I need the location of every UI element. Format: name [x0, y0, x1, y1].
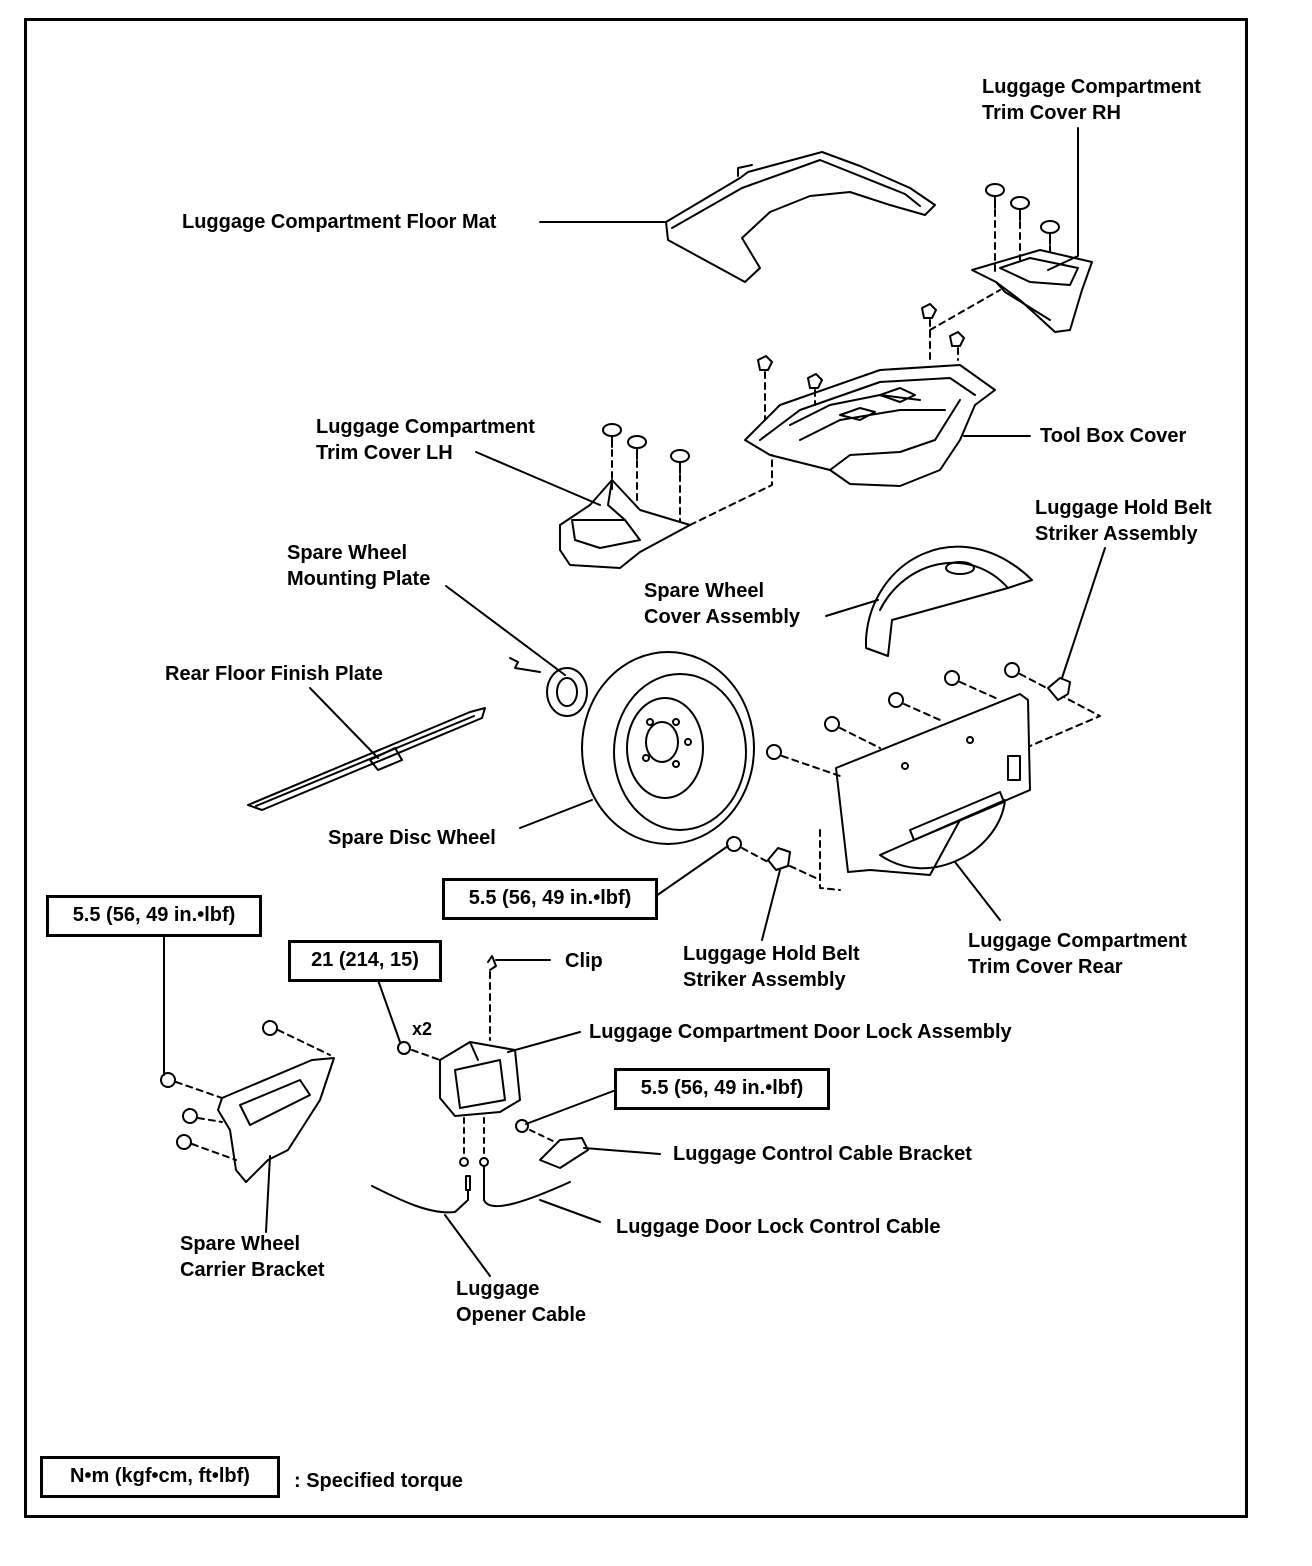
- label-tool-box-cover: Tool Box Cover: [1040, 425, 1187, 447]
- label-opener-cable-line2: Opener Cable: [456, 1304, 587, 1326]
- label-hold-belt-striker-top: Luggage Hold Belt Striker Assembly: [1035, 495, 1212, 547]
- label-trim-cover-rear-line1: Luggage Compartment: [968, 930, 1187, 952]
- cable-bracket-part: [515, 1119, 589, 1169]
- label-carrier-bracket-line1: Spare Wheel: [180, 1233, 301, 1255]
- legend-caption: : Specified torque: [294, 1470, 463, 1492]
- carrier-bracket-part: [160, 1020, 335, 1183]
- label-trim-cover-rear: Luggage Compartment Trim Cover Rear: [968, 928, 1187, 980]
- mounting-plate-part: [509, 657, 588, 717]
- label-opener-cable-line1: Luggage: [456, 1278, 540, 1300]
- label-carrier-bracket-line2: Carrier Bracket: [180, 1259, 325, 1281]
- label-carrier-bracket: Spare Wheel Carrier Bracket: [180, 1231, 325, 1283]
- spare-wheel-cover-part: [865, 545, 1033, 657]
- label-control-cable: Luggage Door Lock Control Cable: [616, 1216, 941, 1238]
- floor-mat-part: [665, 151, 936, 283]
- label-mounting-plate-line1: Spare Wheel: [287, 542, 408, 564]
- label-trim-cover-rh: Luggage Compartment Trim Cover RH: [982, 74, 1201, 126]
- label-trim-cover-lh: Luggage Compartment Trim Cover LH: [316, 414, 535, 466]
- label-door-lock: Luggage Compartment Door Lock Assembly: [589, 1021, 1012, 1043]
- label-trim-cover-lh-line2: Trim Cover LH: [316, 442, 453, 464]
- label-trim-cover-rh-line1: Luggage Compartment: [982, 76, 1201, 98]
- trim-cover-rear-part: [726, 662, 1101, 891]
- label-hold-belt-striker-bottom: Luggage Hold Belt Striker Assembly: [683, 941, 860, 993]
- tool-box-cover-part: [744, 289, 1001, 487]
- label-trim-cover-rh-line2: Trim Cover RH: [982, 102, 1121, 124]
- torque-box-wheel-area: 5.5 (56, 49 in.•lbf): [442, 878, 658, 920]
- label-hold-belt-top-line1: Luggage Hold Belt: [1035, 497, 1212, 519]
- trim-cover-lh-part: [559, 423, 773, 569]
- label-mounting-plate-line2: Mounting Plate: [287, 568, 431, 590]
- trim-rear-screws: [766, 662, 1020, 760]
- label-finish-plate: Rear Floor Finish Plate: [165, 663, 383, 685]
- label-x2: x2: [412, 1019, 433, 1039]
- label-hold-belt-bottom-line1: Luggage Hold Belt: [683, 943, 860, 965]
- trim-lh-clips: [602, 423, 690, 474]
- label-hold-belt-bottom-line2: Striker Assembly: [683, 969, 846, 991]
- label-control-cable-bracket: Luggage Control Cable Bracket: [673, 1143, 972, 1165]
- tool-box-nuts: [757, 303, 965, 389]
- label-wheel-cover-line2: Cover Assembly: [644, 606, 800, 628]
- trim-rh-clips: [985, 183, 1060, 245]
- diagram-frame: [24, 18, 1248, 1518]
- label-wheel-cover-line1: Spare Wheel: [644, 580, 765, 602]
- label-trim-cover-rear-line2: Trim Cover Rear: [968, 956, 1123, 978]
- label-mounting-plate: Spare Wheel Mounting Plate: [287, 540, 430, 592]
- label-clip: Clip: [565, 950, 603, 972]
- label-floor-mat: Luggage Compartment Floor Mat: [182, 211, 497, 233]
- trim-cover-rh-part: [971, 183, 1093, 333]
- legend-unit-box: N•m (kgf•cm, ft•lbf): [40, 1456, 280, 1498]
- torque-box-cable-bracket: 5.5 (56, 49 in.•lbf): [614, 1068, 830, 1110]
- label-wheel-cover: Spare Wheel Cover Assembly: [644, 578, 800, 630]
- label-trim-cover-lh-line1: Luggage Compartment: [316, 416, 535, 438]
- spare-disc-wheel-part: [581, 651, 755, 845]
- door-lock-part: [371, 955, 571, 1214]
- label-disc-wheel: Spare Disc Wheel: [328, 827, 496, 849]
- torque-box-carrier-bracket: 5.5 (56, 49 in.•lbf): [46, 895, 262, 937]
- finish-plate-part: [247, 707, 486, 811]
- leader-lines: [163, 127, 1106, 1277]
- label-opener-cable: Luggage Opener Cable: [456, 1276, 586, 1328]
- label-hold-belt-top-line2: Striker Assembly: [1035, 523, 1198, 545]
- torque-box-door-lock: 21 (214, 15): [288, 940, 442, 982]
